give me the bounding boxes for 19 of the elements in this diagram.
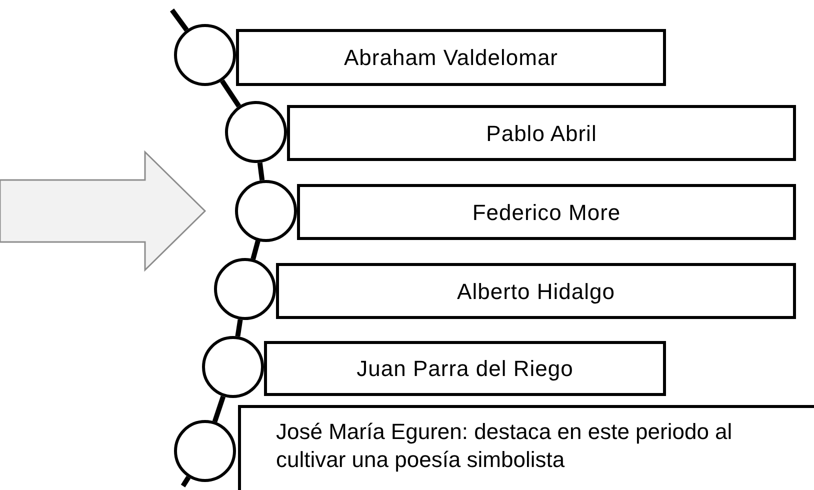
- timeline-line: [220, 79, 241, 108]
- name-label: Pablo Abril: [486, 120, 597, 148]
- name-box: [287, 105, 796, 161]
- timeline-line: [257, 162, 265, 181]
- timeline-line: [235, 319, 243, 337]
- timeline-line: [180, 476, 191, 488]
- name-label: Federico More: [472, 198, 621, 226]
- name-box: [264, 341, 666, 396]
- name-label: Alberto Hidalgo: [457, 278, 615, 306]
- name-box: [236, 29, 666, 86]
- name-box: [297, 184, 796, 240]
- name-box: [276, 263, 796, 319]
- timeline-line: [170, 8, 189, 32]
- timeline-line: [212, 396, 226, 422]
- description-text: José María Eguren: destaca en este periodo al cultivar una poesía simbolista: [276, 418, 734, 474]
- block-arrow: [0, 150, 206, 272]
- name-label: Abraham Valdelomar: [344, 44, 558, 72]
- name-label: Juan Parra del Riego: [356, 355, 574, 383]
- timeline-line: [250, 240, 260, 260]
